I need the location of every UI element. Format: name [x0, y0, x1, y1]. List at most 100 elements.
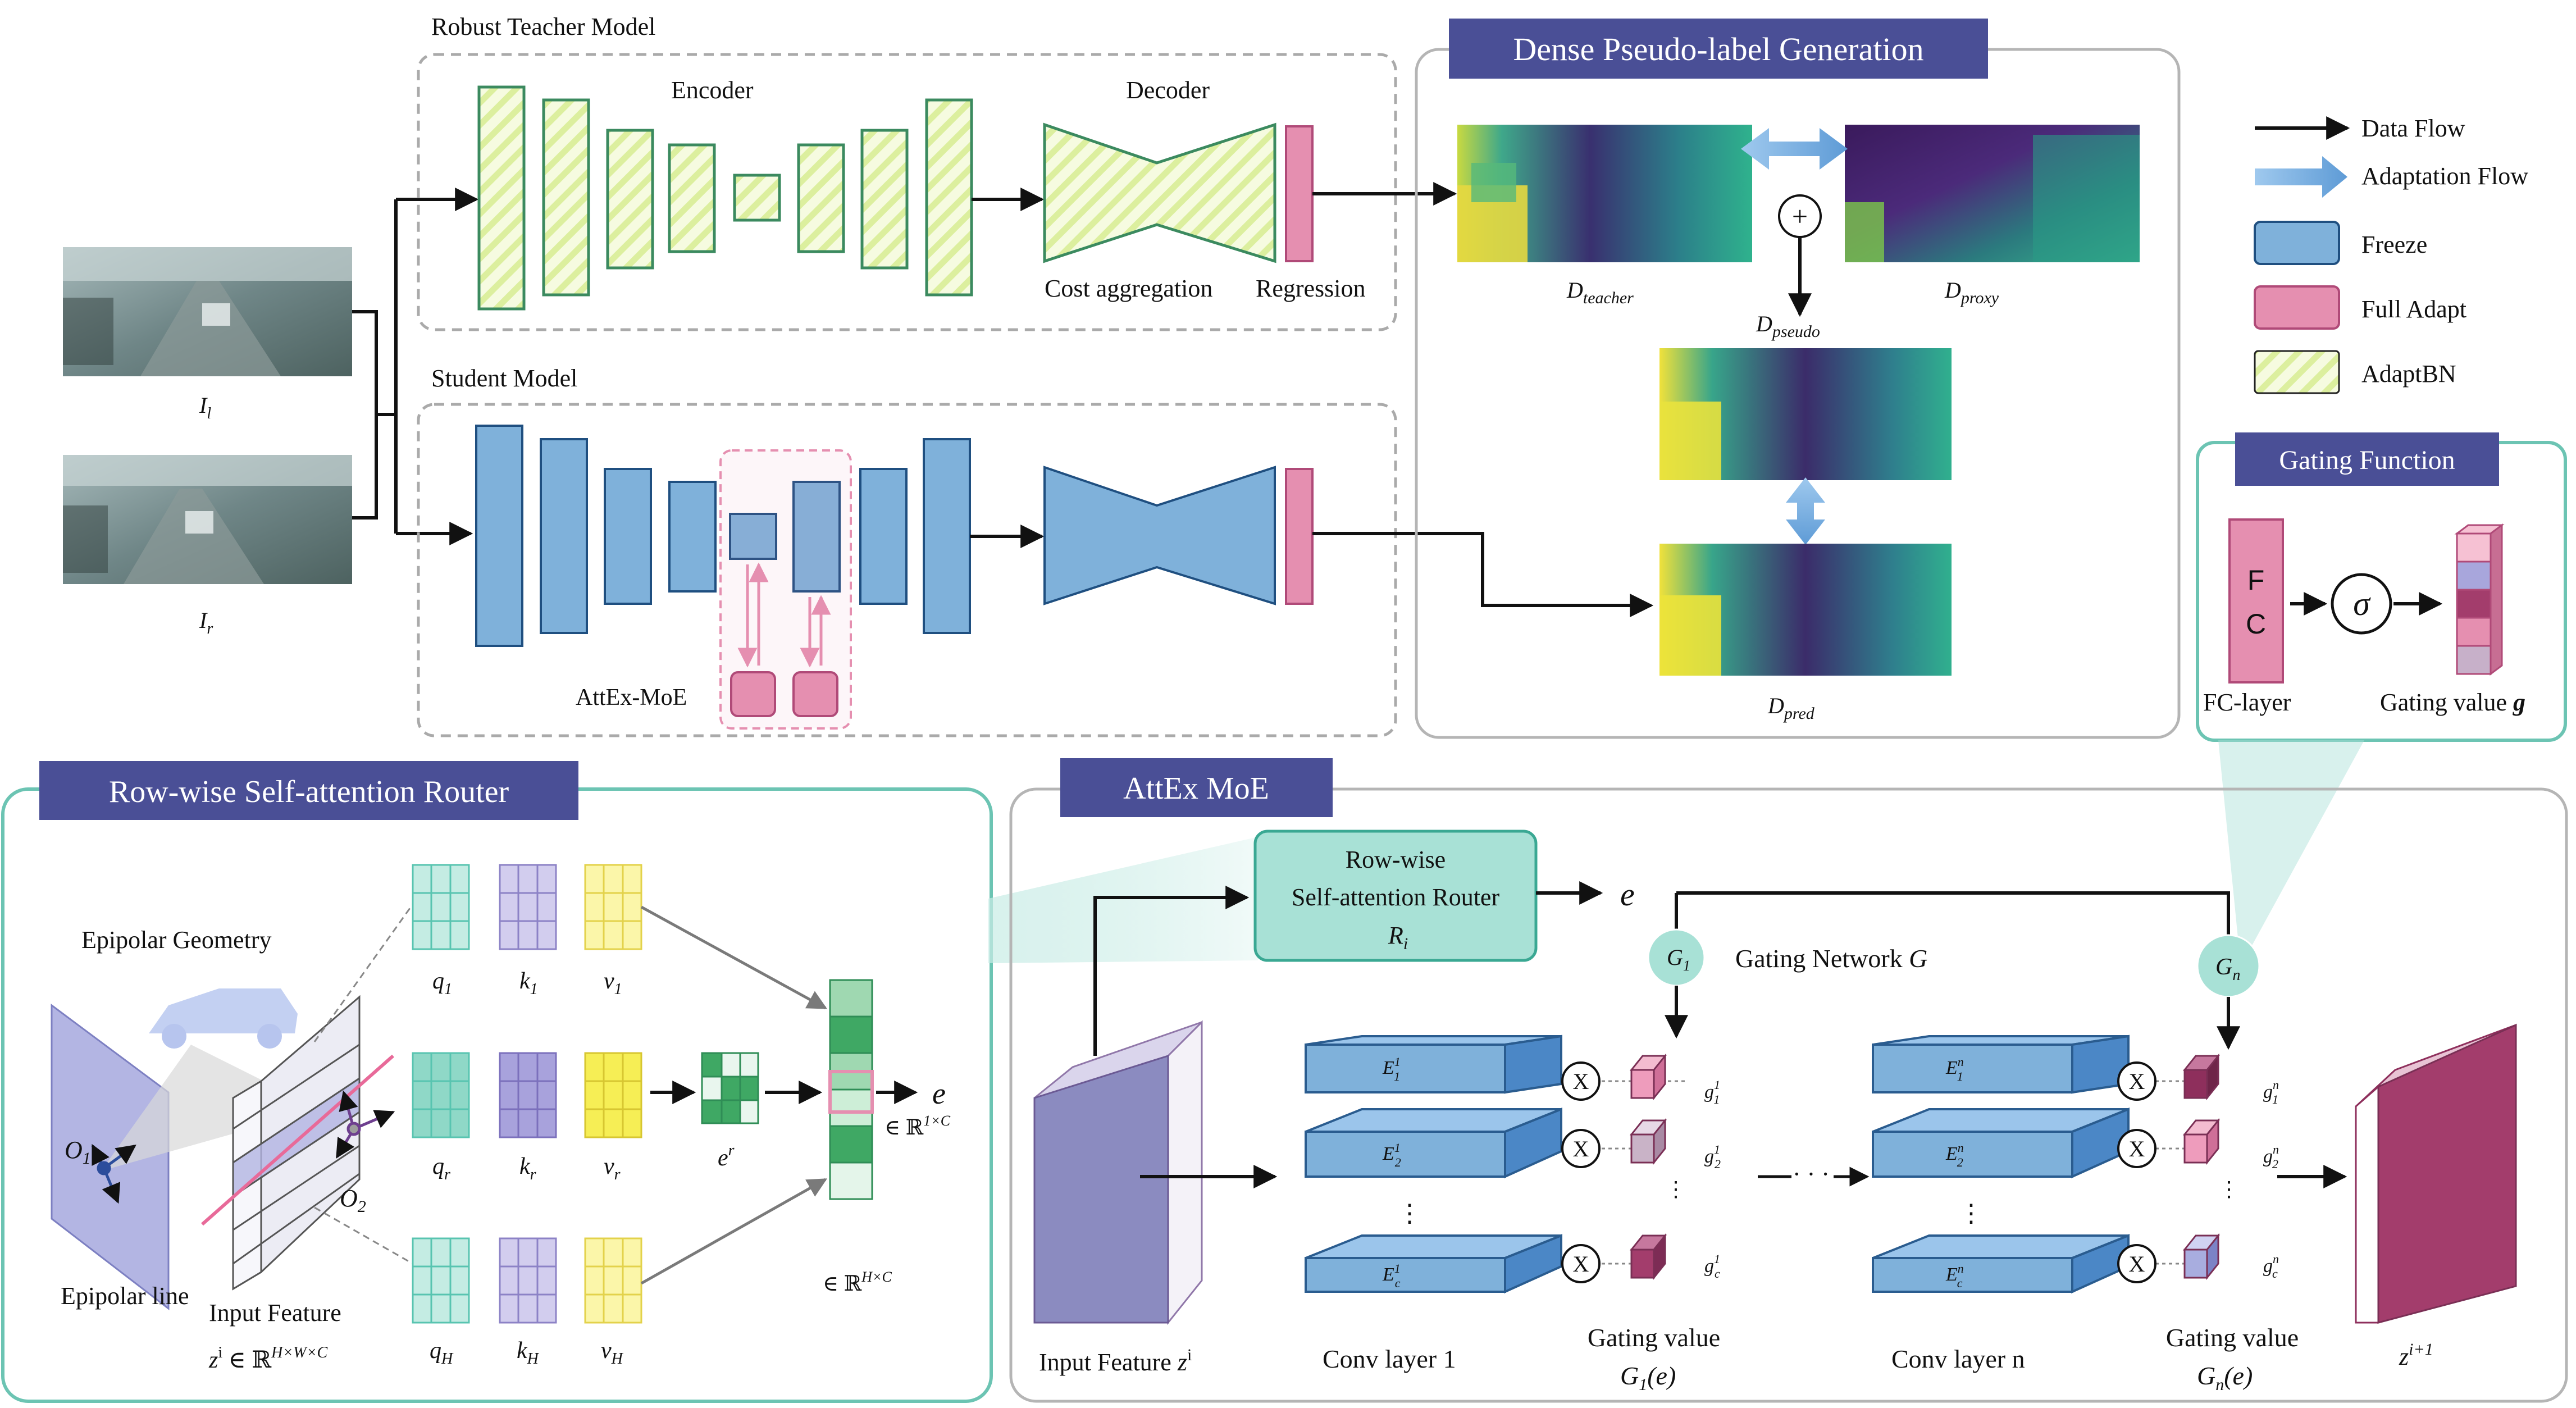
svg-text:q1: q1	[432, 968, 452, 998]
svg-text:X: X	[1573, 1136, 1589, 1161]
svg-text:E12: E12	[1382, 1141, 1401, 1169]
gating-function-title: Gating Function	[2279, 445, 2455, 475]
input-to-router-arrow	[1093, 886, 1250, 1056]
legend-data-flow: Data Flow	[2361, 115, 2465, 142]
epipolar-line-label: Epipolar line	[61, 1282, 189, 1310]
adaptation-arrow-horizontal	[1741, 128, 1848, 170]
er-label: er	[718, 1142, 735, 1171]
router-title-box	[39, 761, 578, 820]
svg-text:gn1: gn1	[2263, 1078, 2279, 1106]
in-hc-label: ∈ ℝH×C	[823, 1269, 892, 1296]
depth-pseudo	[1659, 348, 1952, 480]
left-image	[63, 247, 352, 376]
gating-cubes-1	[1629, 1053, 1667, 1281]
input-feature-expr: zi ∈ ℝH×W×C	[208, 1344, 327, 1373]
gv1-line2: G1(e)	[1620, 1361, 1676, 1394]
svg-text:X: X	[2129, 1136, 2145, 1161]
gating-function-title-box	[2235, 432, 2499, 486]
svg-text:g12: g12	[1704, 1142, 1721, 1171]
router-block-line3: Ri	[1388, 922, 1408, 953]
fc-text-c: C	[2246, 608, 2266, 640]
svg-text:X: X	[2129, 1069, 2145, 1094]
e-label: e	[932, 1077, 946, 1110]
gv-caption: Gating value g	[2380, 689, 2525, 716]
svg-text:X: X	[1573, 1251, 1589, 1277]
g-vdots-n: ⋮	[2218, 1178, 2240, 1201]
output-feature-block	[2355, 1023, 2517, 1324]
fc-layer-block	[2228, 518, 2284, 684]
svg-text:gnc: gnc	[2263, 1252, 2279, 1281]
svg-text:kr: kr	[519, 1154, 536, 1183]
svg-text:g1c: g1c	[1704, 1252, 1720, 1281]
svg-text:X: X	[1573, 1069, 1589, 1094]
encoder-label: Encoder	[671, 76, 754, 104]
svg-text:qr: qr	[432, 1154, 450, 1183]
svg-text:vH: vH	[601, 1338, 624, 1368]
g-vdots-1: ⋮	[1665, 1178, 1686, 1201]
depth-proxy	[1845, 125, 2140, 262]
right-image-label: Ir	[199, 608, 213, 637]
guide-bottom	[314, 1206, 413, 1265]
depth-teacher-label: Dteacher	[1566, 277, 1634, 307]
svg-text:E1c: E1c	[1382, 1261, 1401, 1290]
v1-to-e-arrow	[640, 905, 828, 1010]
moe-title-box	[1060, 758, 1333, 817]
moe-panel	[1009, 787, 2568, 1403]
router-block-line1: Row-wise	[1346, 846, 1446, 873]
gating-network-label: Gating Network G	[1735, 944, 1927, 973]
plus-sign: +	[1792, 201, 1808, 232]
router-block-line2: Self-attention Router	[1292, 883, 1500, 911]
epipolar-line	[201, 1054, 394, 1226]
svg-text:k1: k1	[519, 968, 538, 998]
teacher-title: Robust Teacher Model	[431, 13, 655, 40]
gvn-line1: Gating value	[2166, 1323, 2299, 1352]
student-to-pred-arrow	[1312, 532, 1654, 617]
conv1-experts	[1305, 1035, 1562, 1294]
depth-teacher	[1457, 125, 1752, 262]
gating-callout	[2218, 740, 2364, 966]
legend-freeze-swatch	[2254, 221, 2340, 265]
e-bus-line	[1676, 891, 2230, 935]
convn-experts	[1872, 1035, 2130, 1294]
right-image	[63, 455, 352, 584]
router-block	[1253, 830, 1538, 962]
legend: Data Flow Adaptation Flow Freeze Full Ad…	[2254, 115, 2528, 394]
legend-freeze: Freeze	[2361, 231, 2427, 258]
moe-input-feature-label: Input Feature zi	[1039, 1346, 1192, 1376]
legend-full-adapt: Full Adapt	[2361, 295, 2466, 323]
svg-text:X: X	[2129, 1251, 2145, 1277]
svg-text:g11: g11	[1704, 1078, 1720, 1106]
legend-adaptation-flow: Adaptation Flow	[2361, 162, 2528, 190]
epipolar-geometry-label: Epipolar Geometry	[81, 926, 271, 954]
router-callout	[988, 837, 1258, 963]
guide-top	[313, 904, 414, 1042]
svg-text:vr: vr	[604, 1154, 621, 1183]
regression-label: Regression	[1256, 275, 1366, 302]
e-column	[828, 979, 874, 1200]
layer-dots: · · ·	[1793, 1160, 1830, 1188]
fc-caption: FC-layer	[2203, 689, 2291, 716]
gating-value-vector	[2454, 523, 2505, 676]
o2-label: O2	[340, 1184, 366, 1216]
student-box	[417, 403, 1397, 737]
qkv-grids	[412, 864, 642, 1324]
legend-adaptation-icon	[2255, 156, 2347, 198]
convn-vdots: ⋮	[1959, 1200, 1984, 1227]
vh-to-e-arrow	[640, 1178, 828, 1285]
projection-cone	[101, 1045, 320, 1171]
legend-adaptbn-swatch	[2254, 350, 2340, 394]
multiply-nodes	[1561, 1061, 2156, 1283]
car-icon	[149, 988, 298, 1049]
svg-text:v1: v1	[604, 968, 622, 998]
moe-label: AttEx-MoE	[576, 685, 687, 710]
teacher-decoder	[1043, 122, 1276, 263]
depth-proxy-label: Dproxy	[1944, 277, 1999, 307]
qkv-labels: q1 k1 v1 qr kr vr qH kH vH	[430, 968, 624, 1368]
teacher-box	[417, 53, 1397, 331]
dense-title-box	[1449, 19, 1988, 79]
multiply-symbols: X X X X X X	[1573, 1069, 2145, 1277]
gating-cubes-n	[2182, 1053, 2221, 1281]
